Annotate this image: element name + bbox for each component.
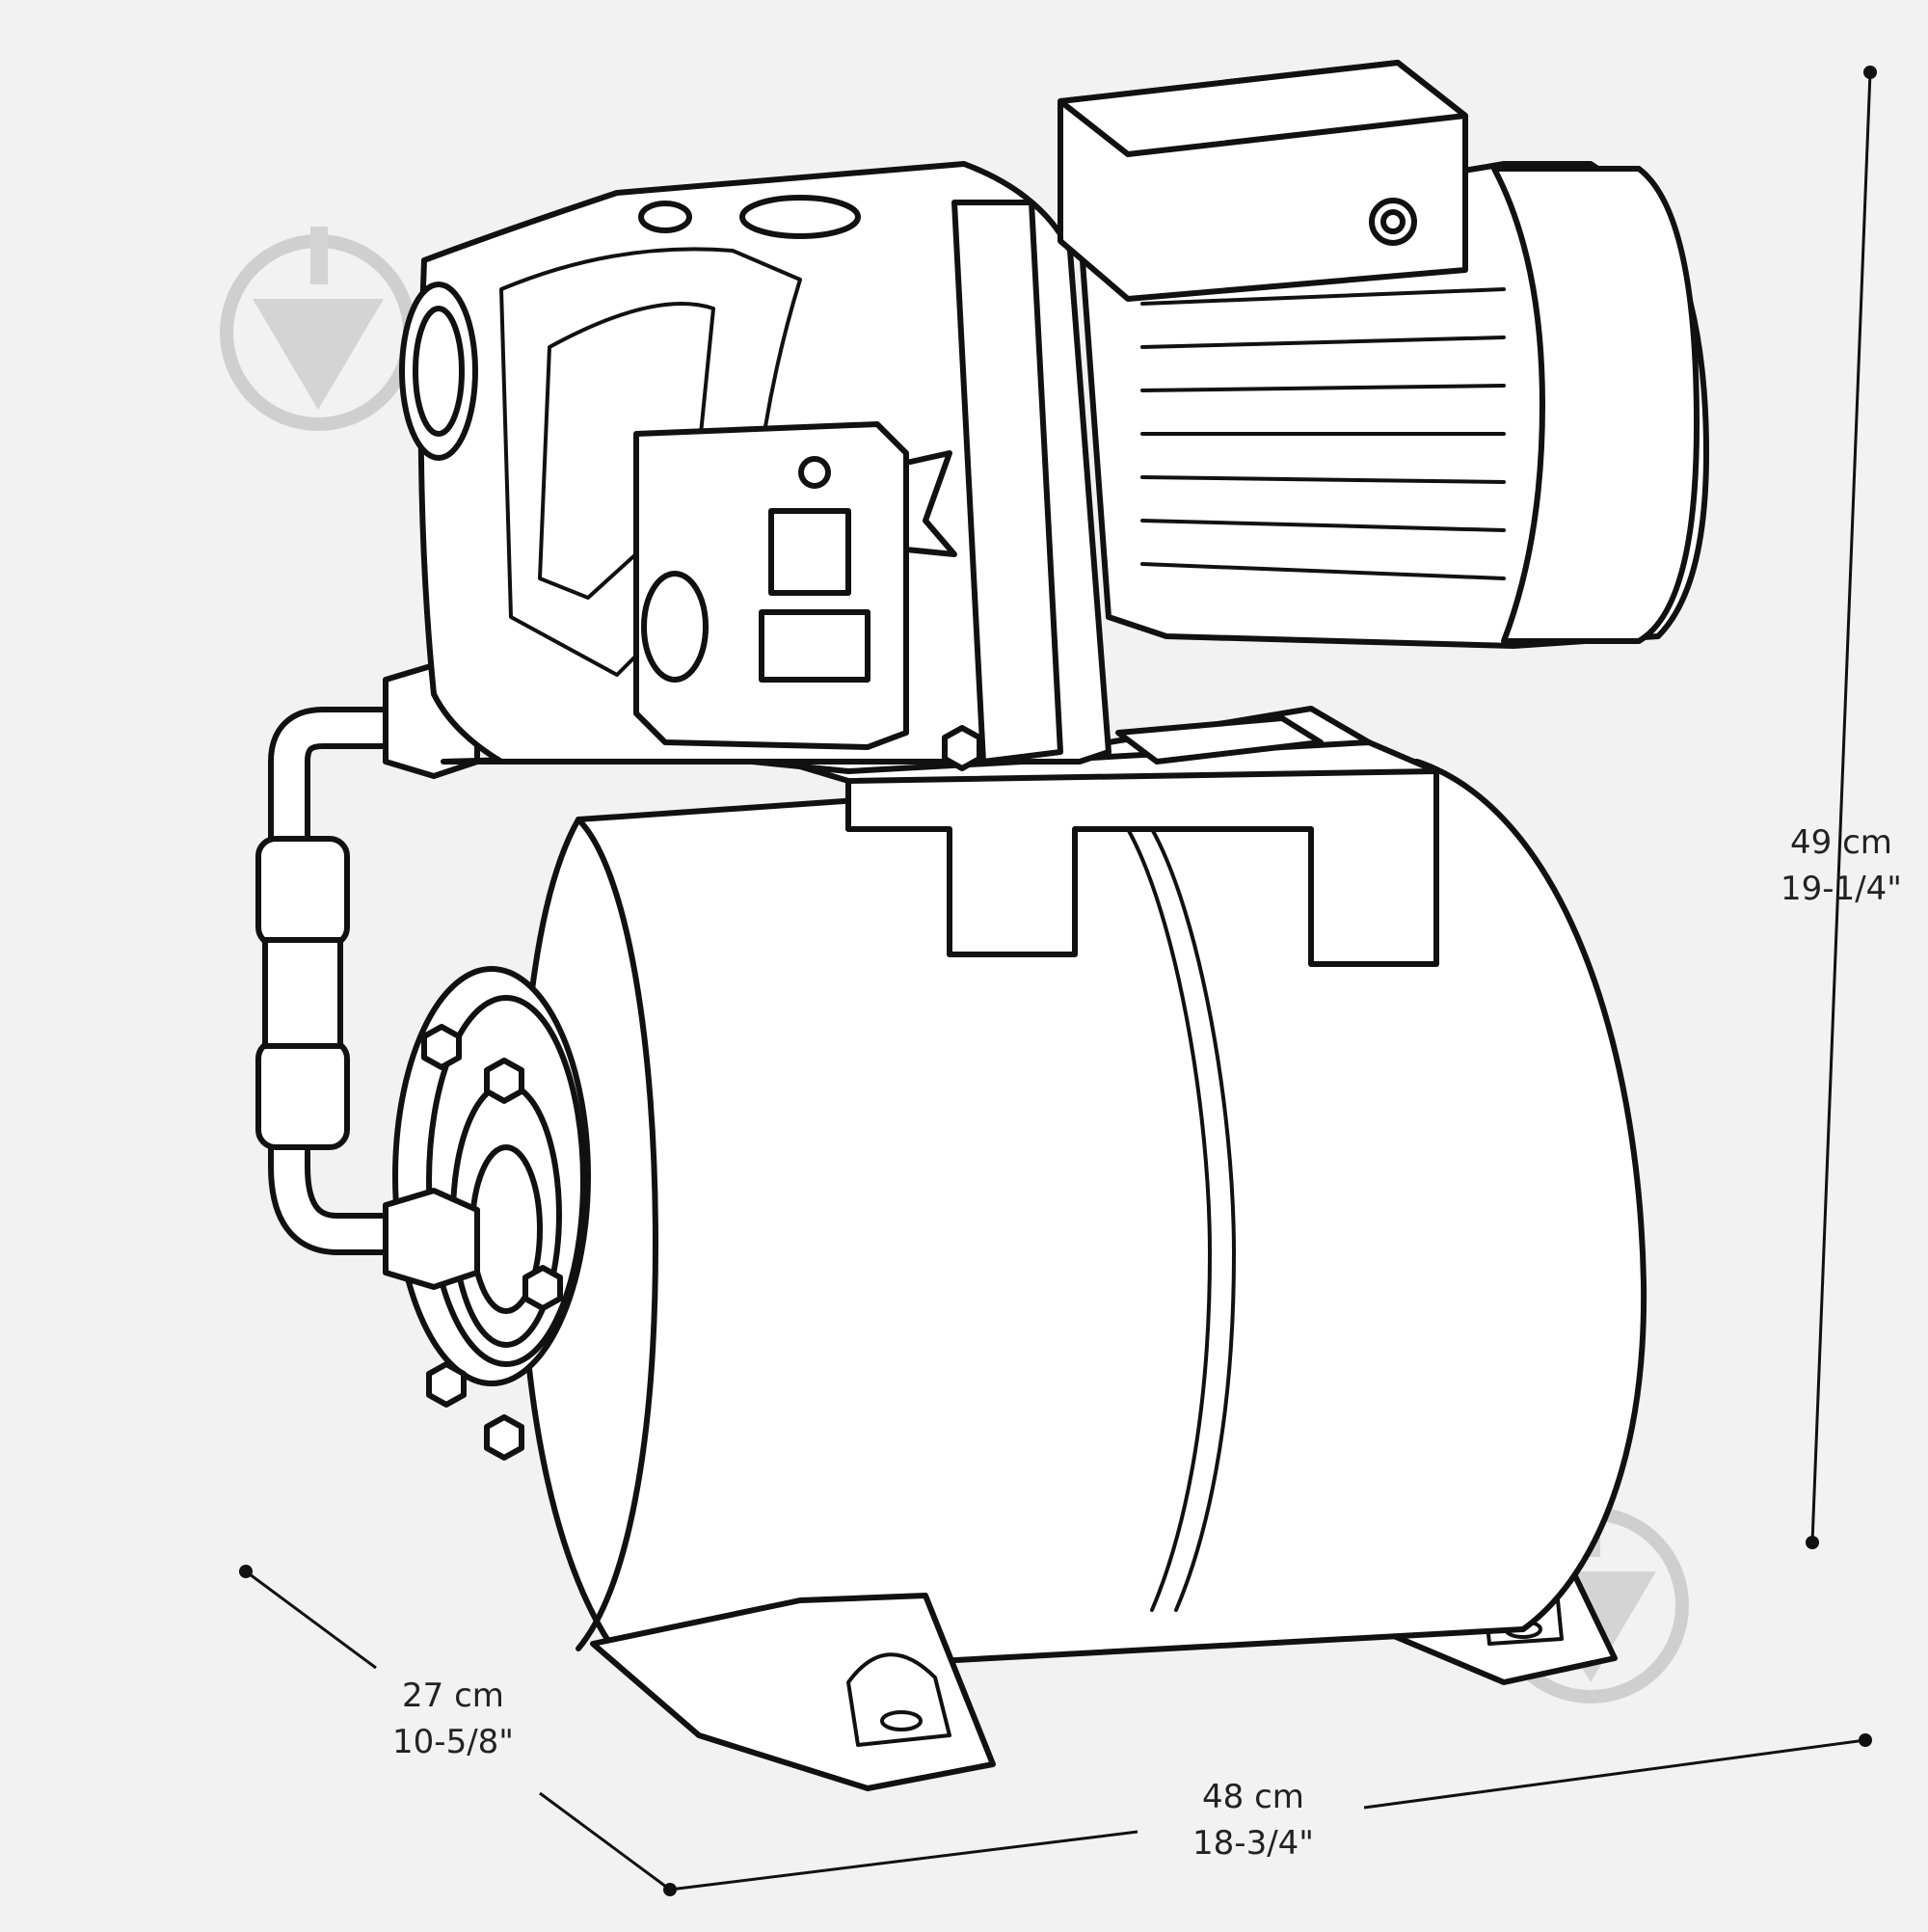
pressure-tank <box>518 759 1647 1680</box>
height-imperial: 19-1/4" <box>1781 870 1902 908</box>
flange-bolt <box>421 1024 563 1461</box>
tank-foot-front <box>590 1593 996 1791</box>
depth-dimension-line <box>239 1565 671 1892</box>
watermark-logo-icon <box>220 227 416 431</box>
width-imperial: 18-3/4" <box>1192 1824 1314 1863</box>
depth-metric: 27 cm <box>402 1677 504 1715</box>
depth-dimension-label: 27 cm 10-5/8" <box>328 1673 578 1765</box>
connection-hose <box>255 662 480 1290</box>
height-metric: 49 cm <box>1790 823 1892 862</box>
tank-flange <box>392 966 591 1386</box>
terminal-box <box>1058 60 1468 302</box>
pressure-switch <box>633 421 982 771</box>
width-metric: 48 cm <box>1202 1778 1304 1816</box>
height-dimension-line <box>1806 66 1877 1549</box>
height-dimension-label: 49 cm 19-1/4" <box>1716 819 1928 912</box>
width-dimension-label: 48 cm 18-3/4" <box>1128 1774 1379 1866</box>
depth-imperial: 10-5/8" <box>392 1723 514 1761</box>
width-dimension-line <box>663 1733 1872 1896</box>
